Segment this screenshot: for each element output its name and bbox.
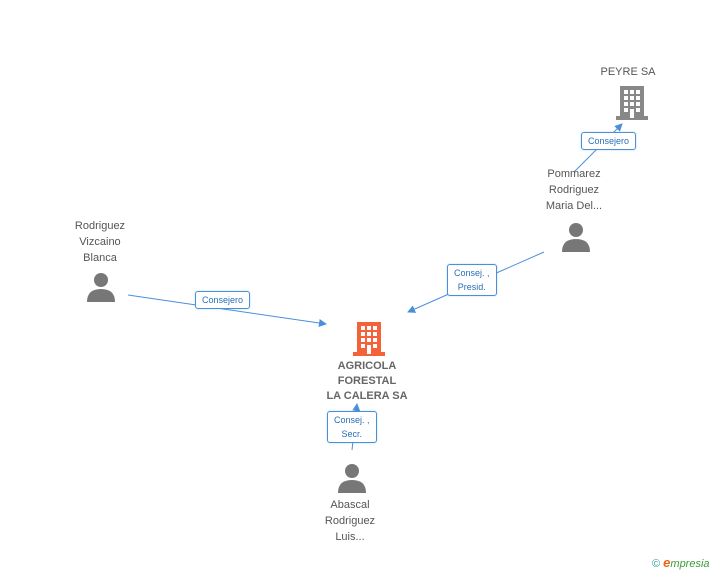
role-line: Secr.	[341, 429, 363, 439]
person-rodriguez-line-2: Vizcaino	[79, 236, 121, 248]
brand-name-rest: mpresia	[670, 558, 710, 570]
role-badge-pommarez-peyre[interactable]: Consejero	[581, 132, 637, 150]
role-badge-rodriguez-main[interactable]: Consejero	[195, 291, 251, 309]
person-pommarez-label[interactable]: Pommarez Rodriguez Maria Del...	[514, 166, 634, 214]
brand-e-letter: e	[663, 555, 671, 570]
person-pommarez-line-3: Maria Del...	[545, 200, 603, 212]
person-icon[interactable]	[86, 272, 116, 302]
company-peyre-name: PEYRE SA	[600, 66, 656, 78]
company-main-label[interactable]: AGRICOLA FORESTAL LA CALERA SA	[307, 359, 427, 404]
role-line: Consej. ,	[334, 415, 370, 425]
person-pommarez-line-1: Pommarez	[547, 168, 601, 180]
person-icon[interactable]	[337, 463, 367, 493]
role-line: Consejero	[588, 136, 630, 146]
building-icon-main[interactable]	[352, 320, 386, 356]
copyright-symbol: ©	[652, 558, 661, 570]
person-icon[interactable]	[561, 222, 591, 252]
role-badge-abascal-main[interactable]: Consej. , Secr.	[327, 411, 377, 443]
role-badge-pommarez-main[interactable]: Consej. , Presid.	[447, 264, 497, 296]
person-abascal-line-1: Abascal	[330, 499, 370, 511]
person-rodriguez-line-1: Rodriguez	[74, 220, 126, 232]
company-main-line-1: AGRICOLA	[337, 360, 397, 372]
person-abascal-line-2: Rodriguez	[324, 515, 376, 527]
brand-logo[interactable]: © empresia	[652, 555, 710, 570]
building-icon[interactable]	[615, 84, 649, 120]
role-line: Consejero	[202, 295, 244, 305]
person-rodriguez-line-3: Blanca	[83, 252, 117, 264]
company-peyre-label[interactable]: PEYRE SA	[568, 64, 688, 80]
role-line: Presid.	[457, 282, 486, 292]
role-line: Consej. ,	[454, 268, 490, 278]
person-pommarez-line-2: Rodriguez	[548, 184, 600, 196]
company-main-line-2: FORESTAL	[337, 375, 397, 387]
edge-rodriguez-main	[127, 294, 327, 327]
person-abascal-label[interactable]: Abascal Rodriguez Luis...	[290, 497, 410, 545]
person-abascal-line-3: Luis...	[335, 531, 365, 543]
person-rodriguez-label[interactable]: Rodriguez Vizcaino Blanca	[40, 218, 160, 266]
company-main-line-3: LA CALERA SA	[326, 390, 408, 402]
